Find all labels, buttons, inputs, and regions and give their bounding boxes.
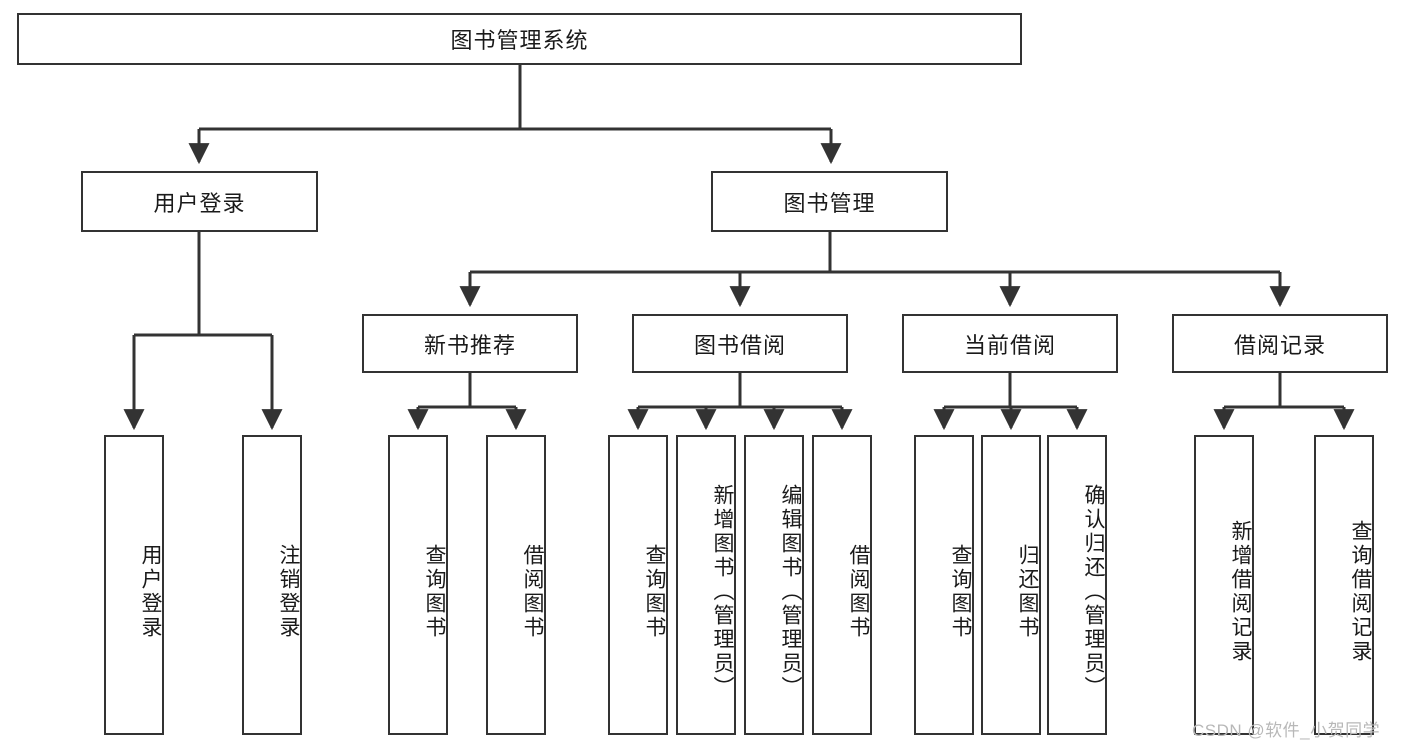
csdn-watermark: CSDN @软件_小贺同学 [1192,721,1381,740]
node-label: 借阅图书 [847,544,870,640]
node-label: 确认归还（管理员） [1082,484,1105,700]
node-label: 查询图书 [643,544,666,640]
node-label: 新增借阅记录 [1229,520,1252,664]
node-label: 注销登录 [277,544,300,640]
node-label: 归还图书 [1016,544,1039,640]
node-label: 当前借阅 [963,332,1056,358]
node-borrow-record[interactable]: 借阅记录 [1172,314,1388,373]
node-label: 查询借阅记录 [1349,520,1372,664]
node-leaf-borrow-book-2[interactable]: 借阅图书 [812,435,872,735]
node-root-system[interactable]: 图书管理系统 [17,13,1022,65]
node-label: 编辑图书（管理员） [779,484,802,700]
node-label: 图书管理 [783,190,876,216]
node-label: 借阅记录 [1233,332,1326,358]
node-book-manage[interactable]: 图书管理 [711,171,948,232]
node-user-login[interactable]: 用户登录 [81,171,318,232]
node-label: 查询图书 [949,544,972,640]
node-leaf-confirm-return[interactable]: 确认归还（管理员） [1047,435,1107,735]
node-label: 用户登录 [153,190,246,216]
node-label: 新书推荐 [423,332,516,358]
node-label: 借阅图书 [521,544,544,640]
node-new-book-recommend[interactable]: 新书推荐 [362,314,578,373]
node-label: 查询图书 [423,544,446,640]
node-label: 图书管理系统 [450,28,589,53]
node-current-borrow[interactable]: 当前借阅 [902,314,1118,373]
node-label: 用户登录 [139,544,162,640]
node-leaf-add-book[interactable]: 新增图书（管理员） [676,435,736,735]
node-leaf-edit-book[interactable]: 编辑图书（管理员） [744,435,804,735]
node-book-borrow[interactable]: 图书借阅 [632,314,848,373]
node-label: 新增图书（管理员） [711,484,734,700]
node-leaf-add-record[interactable]: 新增借阅记录 [1194,435,1254,735]
node-leaf-borrow-book-1[interactable]: 借阅图书 [486,435,546,735]
node-leaf-query-book-2[interactable]: 查询图书 [608,435,668,735]
node-leaf-user-login[interactable]: 用户登录 [104,435,164,735]
node-leaf-query-book-1[interactable]: 查询图书 [388,435,448,735]
node-label: 图书借阅 [693,332,786,358]
node-leaf-return-book[interactable]: 归还图书 [981,435,1041,735]
node-leaf-user-logout[interactable]: 注销登录 [242,435,302,735]
node-leaf-query-record[interactable]: 查询借阅记录 [1314,435,1374,735]
node-leaf-query-book-3[interactable]: 查询图书 [914,435,974,735]
